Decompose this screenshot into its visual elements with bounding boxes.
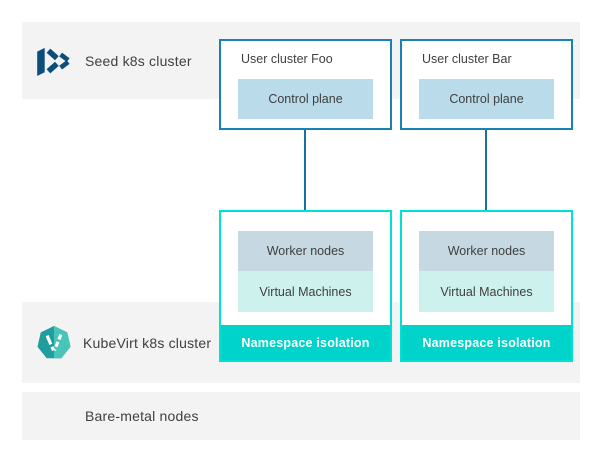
bare-metal-band: Bare-metal nodes [22, 392, 580, 440]
seed-cluster-label: Seed k8s cluster [85, 52, 192, 69]
virtual-machines-bar: Virtual Machines [419, 271, 554, 312]
connector-line-bar [485, 126, 487, 214]
virtual-machines-foo: Virtual Machines [238, 271, 373, 312]
worker-nodes-bar: Worker nodes [419, 231, 554, 271]
kubermatic-logo-icon [37, 47, 70, 76]
control-plane-bar: Control plane [419, 79, 554, 119]
kubevirt-logo-icon [37, 325, 71, 358]
control-plane-foo: Control plane [238, 79, 373, 119]
worker-nodes-foo: Worker nodes [238, 231, 373, 271]
node-stack-foo: Worker nodes Virtual Machines [238, 231, 373, 312]
kubevirt-namespace-box-foo: Worker nodes Virtual Machines Namespace … [219, 210, 392, 362]
namespace-isolation-foo: Namespace isolation [221, 325, 390, 360]
bare-metal-label: Bare-metal nodes [85, 408, 199, 424]
user-cluster-bar-box: User cluster Bar Control plane [400, 39, 573, 130]
user-cluster-bar-title: User cluster Bar [422, 52, 512, 66]
node-stack-bar: Worker nodes Virtual Machines [419, 231, 554, 312]
kubevirt-cluster-label: KubeVirt k8s cluster [83, 334, 212, 351]
user-cluster-foo-title: User cluster Foo [241, 52, 333, 66]
user-cluster-foo-box: User cluster Foo Control plane [219, 39, 392, 130]
connector-line-foo [304, 126, 306, 214]
namespace-isolation-bar: Namespace isolation [402, 325, 571, 360]
kubevirt-namespace-box-bar: Worker nodes Virtual Machines Namespace … [400, 210, 573, 362]
